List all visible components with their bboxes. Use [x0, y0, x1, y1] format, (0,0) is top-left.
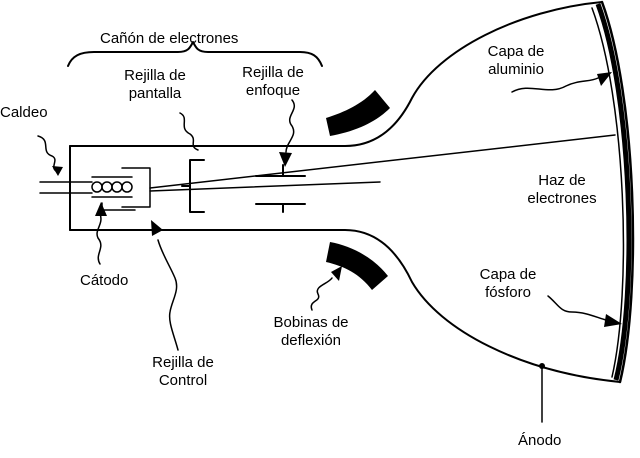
label-screen-grid: Rejilla de pantalla [110, 67, 200, 103]
label-phosphor-layer-line1: Capa de [479, 266, 537, 283]
electron-beam [149, 134, 616, 192]
screen-grid [181, 159, 205, 213]
label-aluminum-layer-line2: aluminio [488, 61, 544, 78]
focus-grid [255, 164, 306, 213]
deflection-coil-top [326, 90, 390, 136]
label-control-grid: Rejilla de Control [140, 354, 226, 390]
label-electron-beam-line2: electrones [527, 190, 597, 207]
label-deflection-coils-line1: Bobinas de [273, 314, 349, 331]
heater-wires [39, 181, 93, 194]
electron-gun-brace [67, 41, 323, 67]
crt-tube-outline [69, 0, 635, 384]
label-deflection-coils: Bobinas de deflexión [262, 314, 360, 350]
label-electron-beam: Haz de electrones [514, 172, 610, 208]
label-control-grid-line1: Rejilla de [152, 354, 214, 371]
label-focus-grid-line1: Rejilla de [242, 64, 304, 81]
label-aluminum-layer: Capa de aluminio [476, 43, 556, 79]
label-heater: Caldeo [0, 104, 48, 121]
label-control-grid-line2: Control [158, 372, 208, 389]
control-grid [101, 167, 151, 211]
label-screen-grid-line1: Rejilla de [124, 67, 186, 84]
label-pointers [37, 72, 622, 423]
label-electron-gun: Cañón de electrones [100, 30, 239, 47]
deflection-coil-bottom [326, 242, 388, 290]
label-deflection-coils-line2: deflexión [280, 332, 342, 349]
label-phosphor-layer-line2: fósforo [485, 284, 531, 301]
label-screen-grid-line2: pantalla [128, 85, 182, 102]
label-aluminum-layer-line1: Capa de [487, 43, 545, 60]
label-focus-grid: Rejilla de enfoque [228, 64, 318, 100]
cathode-coil [91, 176, 133, 198]
label-electron-beam-line1: Haz de [538, 172, 586, 189]
label-phosphor-layer: Capa de fósforo [468, 266, 548, 302]
label-focus-grid-line2: enfoque [245, 82, 301, 99]
label-anode: Ánodo [518, 432, 562, 449]
label-cathode: Cátodo [80, 272, 129, 289]
